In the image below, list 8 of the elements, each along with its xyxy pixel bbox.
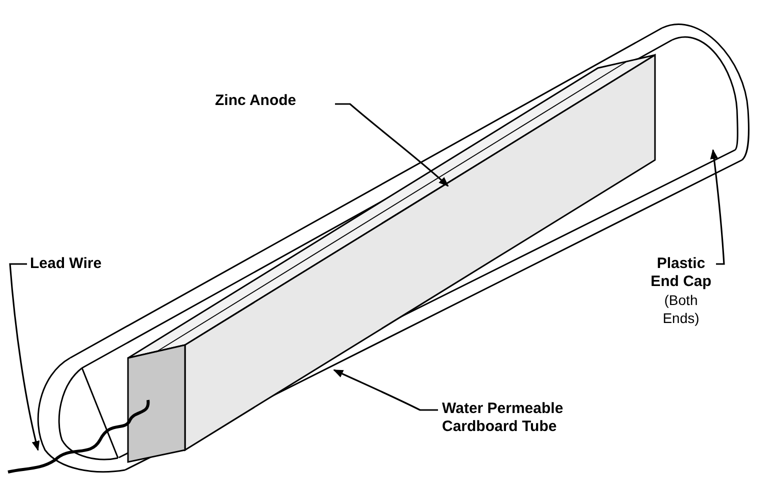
part-name: Lead Wire (30, 255, 103, 273)
part-note: (Both Ends) (662, 291, 700, 327)
leader-line (9, 263, 40, 451)
part-name: Zinc Anode (215, 92, 298, 110)
part-name: Plastic End Cap (650, 255, 712, 291)
leader-line (335, 103, 449, 187)
part-name: Water Permeable Cardboard Tube (442, 400, 564, 436)
leader-line (333, 369, 438, 411)
